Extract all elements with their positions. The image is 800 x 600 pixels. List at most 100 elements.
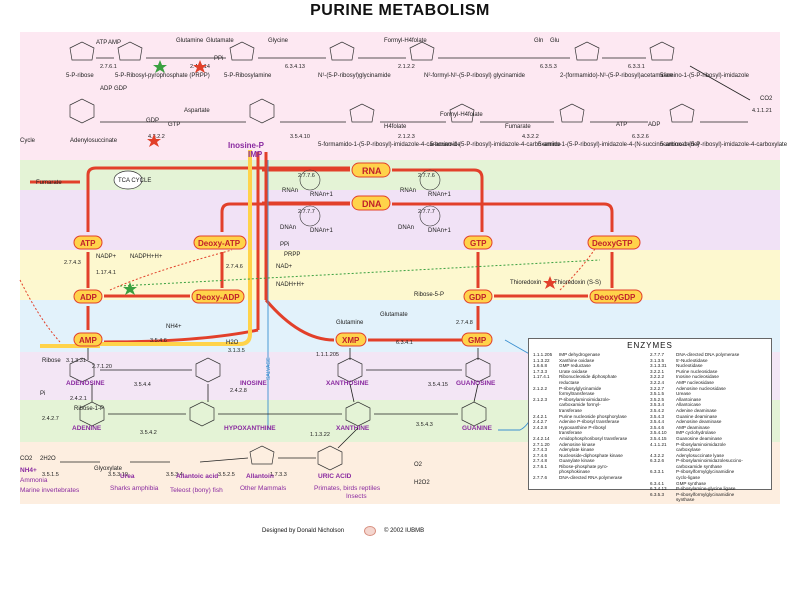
ec-3-5-3-19: 3.5.3.19 [108,472,128,478]
uric-acid-ring [317,445,343,471]
label-nadh: NADH+H+ [276,282,305,288]
compound-aminoimidazole: 5-amino-1-(5-P-ribosyl)-imidazole [660,73,750,79]
cofactor-adp-top: ADP [100,86,112,92]
enzyme-name: P-ribosylglycinamide [559,385,602,391]
enzyme-name: IMP dehydrogenase [559,352,601,357]
node-dna[interactable]: DNA [351,195,391,211]
ec-2-7-6-1: 2.7.6.1 [100,64,117,70]
node-adp[interactable]: ADP [73,289,103,304]
dna-n-right: DNAn [398,225,414,231]
enzyme-name: Inosine nucleosidase [676,374,719,380]
top-row-structures [69,41,695,124]
compound-allantoin: Allantoin [246,473,274,480]
ec-3-5-2-5: 3.5.2.5 [218,472,235,478]
enzyme-name: carboxamide synthase [676,463,722,469]
formamidine-ring [574,41,600,61]
enzyme-name: Hypoxanthine P-ribosyl [559,424,607,430]
ec-3-5-4-6: 3.5.4.6 [150,338,167,344]
enzyme-code: 2.7.7.6 [533,475,548,481]
compound-hypoxanthine: HYPOXANTHINE [224,425,276,432]
mid-enzyme-labels: 1.17.4.1 2.7.4.3 2.7.4.6 2.7.4.8 6.3.4.1… [42,260,473,478]
organism-mammals: Other Mammals [240,485,287,492]
enzyme-code: 3.1.3.31 [650,363,667,369]
ec-6-3-5-3: 6.3.5.3 [540,64,557,70]
node-gtp[interactable]: GTP [463,235,493,250]
compound-5-p-ribose: 5-P-ribose [66,73,94,79]
compound-urea: Urea [120,473,135,480]
imp-to-xmp [264,299,335,342]
enzyme-name: Purine nucleoside phosphorylase [559,413,627,419]
node-deoxy-gdp[interactable]: DeoxyGDP [589,289,643,304]
compound-glycinamide-ribotide: N¹-(5-P-ribosyl)glycinamide [318,73,391,79]
cofactor-glutamine: Glutamine [176,38,204,44]
compound-guanosine: GUANOSINE [456,380,496,387]
label-o2: O2 [414,462,423,468]
ec-3-5-4-15: 3.5.4.15 [428,382,448,388]
dna-n1-left: DNAn+1 [310,228,334,234]
ec-3-5-3-4: 3.5.3.4 [166,472,183,478]
organism-primates: Primates, birds reptiles [314,485,381,492]
band-diphosphates [20,250,780,300]
enzyme-code: 2.7.1.20 [533,441,550,447]
node-atp[interactable]: ATP [73,235,103,250]
aicar-ring [449,103,475,123]
enzyme-code: 3.5.4.2 [650,407,665,413]
svg-text:GTP: GTP [470,239,487,248]
organism-sharks: Sharks amphibia [110,485,159,492]
enzyme-name: transferase [559,407,582,413]
enzyme-code: 4.1.1.21 [650,441,667,447]
node-xmp[interactable]: XMP [335,332,367,347]
compound-adenosine: ADENOSINE [66,380,105,387]
ec-2-7-4-6-a: 2.7.4.6 [226,264,243,270]
ec-4-1-1-21: 4.1.1.21 [752,108,772,114]
organism-marine: Marine invertebrates [20,487,80,494]
node-amp[interactable]: AMP [73,332,103,347]
compound-5-p-ribosylamine: 5-P-Ribosylamine [224,73,272,79]
background-bands [20,32,780,504]
label-h2o-1: H2O [226,340,239,346]
enzyme-name: Ribonucleoside diphosphate [559,374,617,380]
ec-1-7-3-3: 1.7.3.3 [270,472,287,478]
label-glutamate-mid: Glutamate [380,312,408,318]
label-nh4-1: NH4+ [166,324,182,330]
hypoxanthine-ring [189,401,215,427]
tca-cycle: TCA CYCLE Fumarate [36,170,151,190]
compound-uric-acid: URIC ACID [318,473,352,480]
svg-text:ADP: ADP [80,293,98,302]
svg-text:GMP: GMP [468,336,487,345]
node-deoxy-atp[interactable]: Deoxy-ATP [193,235,247,250]
enzyme-code: 6.3.2.6 [650,458,665,464]
enzyme-code: 3.1.3.5 [650,357,665,363]
compound-guanine: GUANINE [462,425,493,432]
node-rna[interactable]: RNA [351,162,391,178]
compound-inosine: INOSINE [240,380,267,387]
node-deoxy-gtp[interactable]: DeoxyGTP [587,235,641,250]
enzyme-code: 2.1.2.3 [533,396,548,402]
ec-4-3-2-2-b: 4.3.2.2 [522,134,539,140]
node-gmp[interactable]: GMP [461,332,493,347]
datp-to-dna [220,202,350,232]
polymerase-labels: 2.7.7.6 2.7.7.6 2.7.7.7 2.7.7.7 RNAn RNA… [280,169,452,234]
misc-labels: NADP+ NADPH+H+ NAD+ NADH+H+ PPi PRPP H2O… [20,138,601,486]
enzyme-name: carboxamide formyl- [559,402,601,408]
star-icon [153,60,167,73]
node-deoxy-adp[interactable]: Deoxy-ADP [191,289,245,304]
node-gdp[interactable]: GDP [463,289,493,304]
enzyme-code: 3.5.3.4 [650,402,665,408]
rna-n1-left: RNAn+1 [310,192,334,198]
adenylosuccinate-ring [69,98,95,124]
credit-text: Designed by Donald Nicholson [262,528,345,534]
